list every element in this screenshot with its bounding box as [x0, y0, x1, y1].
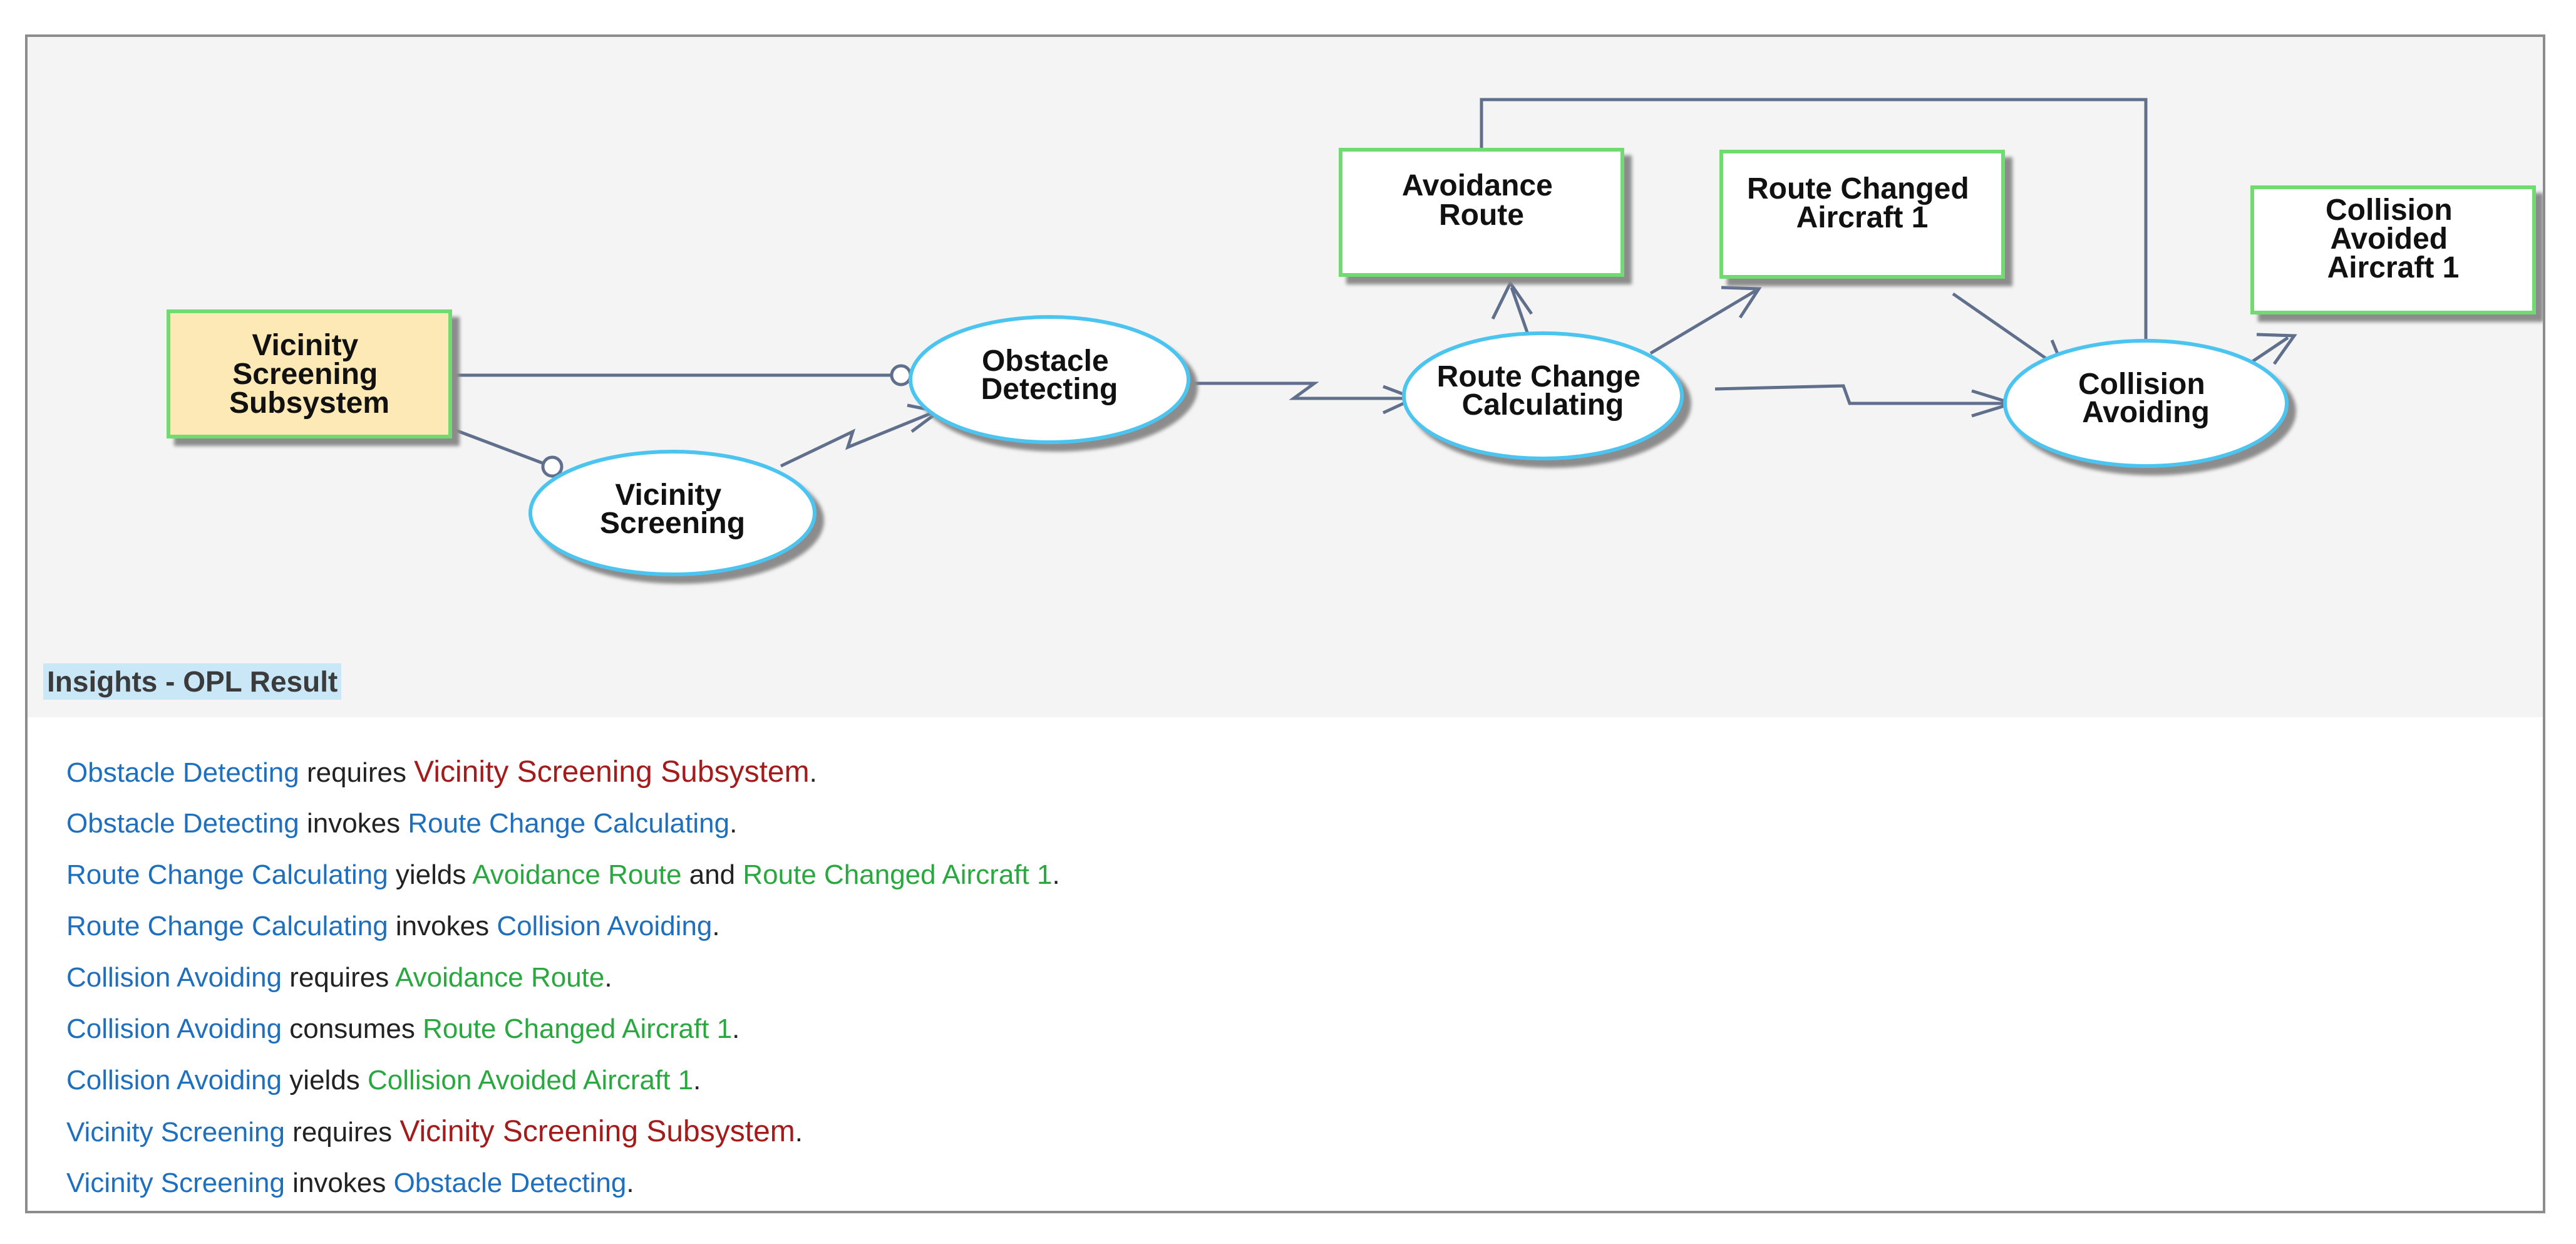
- result-arrowhead: [2256, 333, 2297, 365]
- opl-keyword: and: [681, 859, 743, 890]
- process-vicinity-screening[interactable]: [528, 450, 817, 576]
- object-collision-avoided-aircraft-1[interactable]: [2250, 185, 2536, 314]
- result-arrowhead: [1721, 286, 1762, 319]
- opl-keyword: yields: [388, 859, 473, 890]
- opl-keyword: .: [693, 1065, 701, 1096]
- agent-link-end-circle: [890, 364, 912, 386]
- opl-object-ref[interactable]: Route Changed Aircraft 1: [743, 859, 1053, 890]
- object-label: Vicinity Screening Subsystem: [229, 329, 389, 420]
- instrument-link-avoidance-route-to-collision-avoiding[interactable]: [1480, 98, 2148, 345]
- process-collision-avoiding[interactable]: [2003, 339, 2289, 468]
- opl-process-ref[interactable]: Collision Avoiding: [66, 1065, 282, 1096]
- opl-keyword: invokes: [284, 1168, 394, 1198]
- opl-object-ref[interactable]: Route Changed Aircraft 1: [423, 1013, 733, 1044]
- opl-keyword: invokes: [388, 911, 497, 941]
- opl-sentence-list: Obstacle Detecting requires Vicinity Scr…: [66, 747, 1060, 1209]
- result-link-to-route-changed-aircraft-1[interactable]: [1649, 289, 1757, 355]
- diagram-panel: Vicinity Screening Subsystem Avoidance R…: [25, 34, 2545, 1213]
- agent-link-subsystem-to-vicinity-screening[interactable]: [450, 427, 556, 470]
- opl-keyword: .: [1052, 859, 1060, 890]
- insights-header-band: [28, 645, 2543, 717]
- opl-sentence: Collision Avoiding yields Collision Avoi…: [66, 1055, 1060, 1106]
- opl-sentence: Collision Avoiding consumes Route Change…: [66, 1003, 1060, 1055]
- opl-keyword: requires: [299, 757, 415, 788]
- opl-keyword: .: [795, 1117, 803, 1148]
- opl-sentence: Collision Avoiding requires Avoidance Ro…: [66, 952, 1060, 1003]
- opl-keyword: consumes: [282, 1013, 423, 1044]
- opl-keyword: .: [732, 1013, 740, 1044]
- opl-sentence: Obstacle Detecting invokes Route Change …: [66, 798, 1060, 849]
- process-label: Route Change Calculating: [1437, 360, 1649, 422]
- opl-keyword: requires: [284, 1117, 400, 1148]
- opl-system-object-ref[interactable]: Vicinity Screening Subsystem: [414, 755, 810, 789]
- opm-diagram-canvas: Vicinity Screening Subsystem Avoidance R…: [28, 37, 2543, 645]
- opl-process-ref[interactable]: Obstacle Detecting: [66, 808, 299, 839]
- opl-system-object-ref[interactable]: Vicinity Screening Subsystem: [399, 1115, 795, 1148]
- opl-keyword: .: [809, 757, 817, 788]
- object-label: Avoidance Route: [1402, 169, 1561, 232]
- opl-process-ref[interactable]: Obstacle Detecting: [66, 757, 299, 788]
- result-arrowhead: [1491, 280, 1533, 320]
- object-avoidance-route[interactable]: [1339, 148, 1624, 277]
- opl-keyword: .: [626, 1168, 634, 1198]
- opl-keyword: invokes: [299, 808, 408, 839]
- consumption-link-route-changed-aircraft-1-to-collision-avoiding[interactable]: [1952, 292, 2061, 370]
- process-label: Vicinity Screening: [600, 479, 745, 540]
- opl-keyword: yields: [282, 1065, 368, 1096]
- opl-keyword: .: [712, 911, 720, 941]
- opl-process-ref[interactable]: Collision Avoiding: [66, 1013, 282, 1044]
- opl-object-ref[interactable]: Collision Avoided Aircraft 1: [368, 1065, 694, 1096]
- opl-sentence: Route Change Calculating invokes Collisi…: [66, 901, 1060, 952]
- opl-keyword: .: [604, 962, 612, 993]
- opl-sentence: Vicinity Screening invokes Obstacle Dete…: [66, 1158, 1060, 1209]
- opl-sentence: Vicinity Screening requires Vicinity Scr…: [66, 1106, 1060, 1158]
- agent-link-end-circle: [541, 455, 564, 478]
- opl-process-ref[interactable]: Route Change Calculating: [66, 911, 388, 941]
- invocation-link-route-change-calculating-to-collision-avoiding[interactable]: [1714, 384, 2011, 405]
- process-label: Collision Avoiding: [2078, 368, 2213, 429]
- opl-object-ref[interactable]: Avoidance Route: [395, 962, 605, 993]
- process-label: Obstacle Detecting: [981, 345, 1118, 406]
- opm-diagram: Vicinity Screening Subsystem Avoidance R…: [167, 98, 2536, 576]
- object-vicinity-screening-subsystem[interactable]: [167, 309, 452, 438]
- opl-keyword: requires: [282, 962, 396, 993]
- object-label: Route Changed Aircraft 1: [1747, 172, 1977, 234]
- process-obstacle-detecting[interactable]: [909, 315, 1190, 444]
- opl-keyword: .: [729, 808, 738, 839]
- invocation-link-vicinity-screening-to-obstacle-detecting[interactable]: [780, 411, 933, 468]
- object-route-changed-aircraft-1[interactable]: [1719, 150, 2005, 279]
- insights-title: Insights - OPL Result: [43, 663, 342, 700]
- invocation-link-obstacle-detecting-to-route-change-calculating[interactable]: [1189, 381, 1408, 400]
- opl-process-ref[interactable]: Vicinity Screening: [66, 1168, 285, 1198]
- opl-process-ref[interactable]: Collision Avoiding: [497, 911, 713, 941]
- opl-process-ref[interactable]: Route Change Calculating: [408, 808, 730, 839]
- opl-process-ref[interactable]: Obstacle Detecting: [393, 1168, 627, 1198]
- opl-object-ref[interactable]: Avoidance Route: [472, 859, 682, 890]
- opl-sentence: Route Change Calculating yields Avoidanc…: [66, 849, 1060, 901]
- opl-process-ref[interactable]: Vicinity Screening: [66, 1117, 285, 1148]
- process-route-change-calculating[interactable]: [1402, 331, 1684, 460]
- opl-process-ref[interactable]: Collision Avoiding: [66, 962, 282, 993]
- opl-sentence: Obstacle Detecting requires Vicinity Scr…: [66, 747, 1060, 798]
- object-label: Collision Avoided Aircraft 1: [2326, 194, 2461, 284]
- opl-process-ref[interactable]: Route Change Calculating: [66, 859, 388, 890]
